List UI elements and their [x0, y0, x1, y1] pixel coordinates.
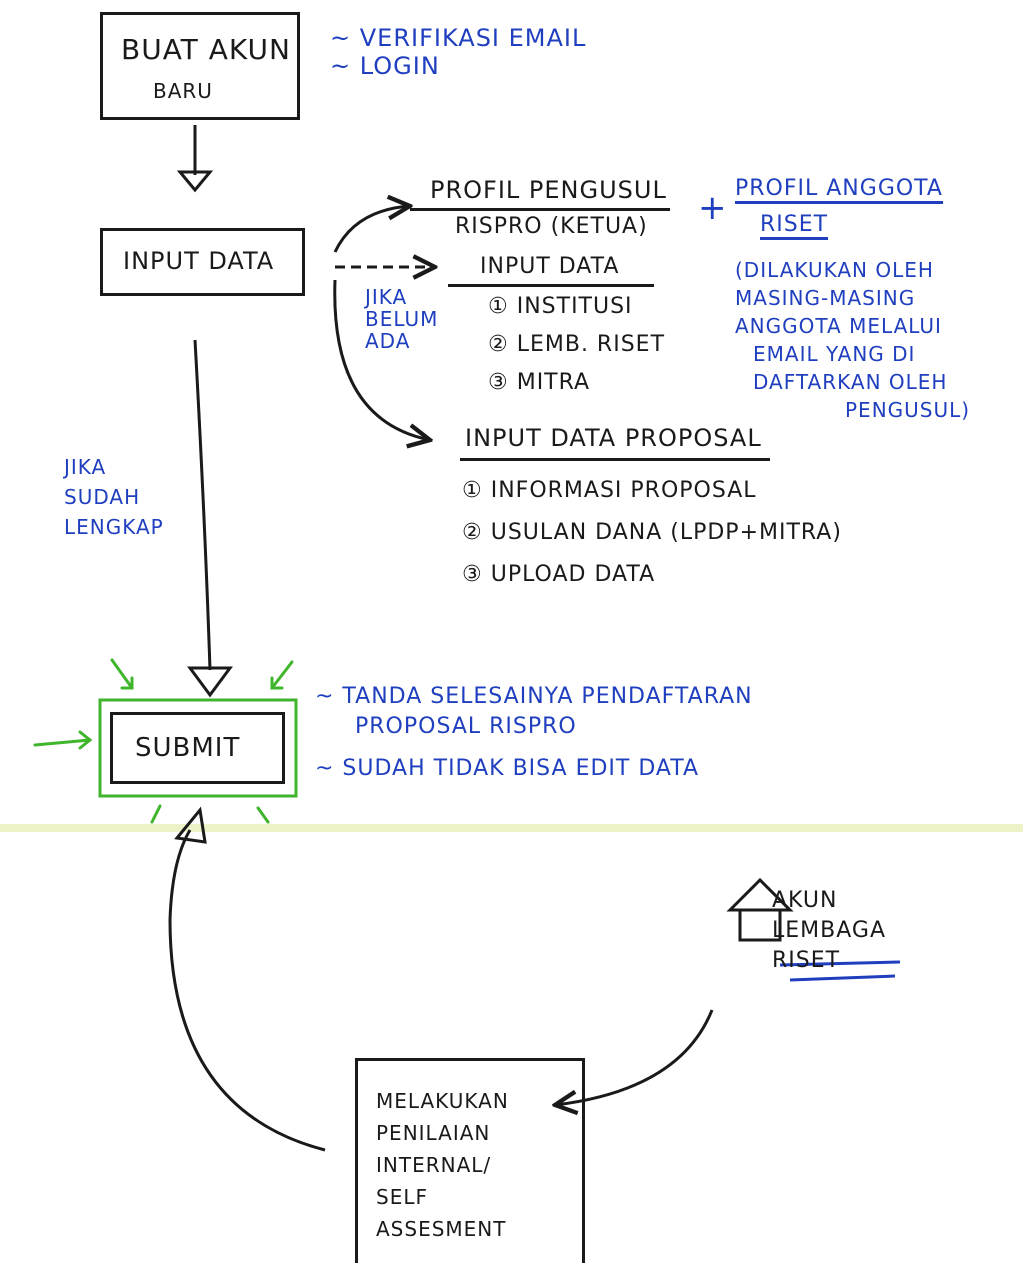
assessment-line-3: INTERNAL/ [376, 1153, 492, 1177]
data-list-title: INPUT DATA [480, 254, 620, 279]
arrow-to-proposal [333, 279, 430, 440]
member-profile-subtitle: RISET [760, 212, 829, 240]
research-institution-3: RISET [772, 948, 841, 973]
arrow-input-to-submit [193, 339, 212, 671]
profile-rule [410, 208, 670, 211]
arrow-to-profile [333, 206, 410, 253]
list-item: ① INSTITUSI [488, 294, 633, 319]
member-note-3: ANGGOTA MELALUI [735, 314, 942, 338]
house-icon [726, 877, 794, 942]
member-note-1: (DILAKUKAN OLEH [735, 258, 934, 282]
arrow-assessment-to-submit [168, 829, 326, 1152]
input-data-box: INPUT DATA [100, 228, 305, 296]
note-if-complete-2: SUDAH [64, 485, 141, 509]
member-note-6: PENGUSUL) [845, 398, 971, 422]
list-item: ③ UPLOAD DATA [462, 562, 656, 587]
member-note-2: MASING-MASING [735, 286, 916, 310]
member-profile-note: (DILAKUKAN OLEH MASING-MASING ANGGOTA ME… [735, 256, 1023, 424]
data-list: ① INSTITUSI ② LEMB. RISET ③ MITRA [488, 288, 665, 402]
research-institution-underline [779, 960, 901, 982]
profile-title: PROFIL PENGUSUL [430, 176, 667, 204]
data-list-rule [448, 284, 654, 287]
note-if-none-1: JIKA [365, 285, 408, 309]
list-item: ② LEMB. RISET [488, 332, 666, 357]
submit-label: SUBMIT [135, 733, 241, 763]
member-profile-title: PROFIL ANGGOTA [735, 176, 943, 204]
submit-highlight [98, 698, 298, 798]
submit-notes: ~ TANDA SELESAINYA PENDAFTARAN PROPOSAL … [315, 682, 753, 784]
research-institution-label: AKUN LEMBAGA RISET [772, 886, 886, 976]
note-if-none-3: ADA [365, 329, 411, 353]
list-item: ② USULAN DANA (LPDP+MITRA) [462, 520, 842, 545]
create-account-box: BUAT AKUN BARU [100, 12, 300, 120]
note-if-complete-3: LENGKAP [64, 515, 164, 539]
create-account-sublabel: BARU [153, 79, 213, 103]
note-login: ~ LOGIN [330, 52, 440, 80]
member-note-4: EMAIL YANG DI [753, 342, 916, 366]
arrowhead-input [176, 170, 214, 193]
assessment-text: MELAKUKAN PENILAIAN INTERNAL/ SELF ASSES… [376, 1085, 509, 1245]
assessment-line-5: ASSESMENT [376, 1217, 507, 1241]
profile-subtitle: RISPRO (KETUA) [455, 214, 648, 239]
proposal-title: INPUT DATA PROPOSAL [465, 424, 762, 452]
submit-note-1: ~ TANDA SELESAINYA PENDAFTARAN [315, 684, 753, 709]
list-item: ① INFORMASI PROPOSAL [462, 478, 757, 503]
proposal-rule [460, 458, 770, 461]
note-if-none-2: BELUM [365, 307, 439, 331]
arrowhead-submit-bottom [174, 806, 207, 844]
submit-box: SUBMIT [110, 712, 285, 784]
assessment-line-4: SELF [376, 1185, 428, 1209]
note-verify-email: ~ VERIFIKASI EMAIL [330, 24, 587, 52]
proposal-list: ① INFORMASI PROPOSAL ② USULAN DANA (LPDP… [462, 470, 842, 596]
note-if-none: JIKA BELUM ADA [365, 286, 438, 352]
assessment-box: MELAKUKAN PENILAIAN INTERNAL/ SELF ASSES… [355, 1058, 585, 1263]
create-account-label: BUAT AKUN [121, 33, 291, 66]
research-institution-2: LEMBAGA [772, 918, 886, 943]
highlight-arrows-icon [33, 658, 294, 824]
submit-note-3: ~ SUDAH TIDAK BISA EDIT DATA [315, 756, 700, 781]
research-institution-1: AKUN [772, 888, 838, 913]
member-note-5: DAFTARKAN OLEH [753, 370, 948, 394]
assessment-line-2: PENILAIAN [376, 1121, 491, 1145]
list-item: ③ MITRA [488, 370, 591, 395]
arrowhead-submit-top [187, 666, 233, 698]
note-if-complete: JIKA SUDAH LENGKAP [64, 452, 164, 542]
assessment-line-1: MELAKUKAN [376, 1089, 509, 1113]
input-data-label: INPUT DATA [123, 247, 275, 275]
section-divider [0, 824, 1023, 832]
note-if-complete-1: JIKA [64, 455, 107, 479]
plus-sign: + [698, 188, 728, 228]
submit-note-2: PROPOSAL RISPRO [355, 714, 577, 739]
